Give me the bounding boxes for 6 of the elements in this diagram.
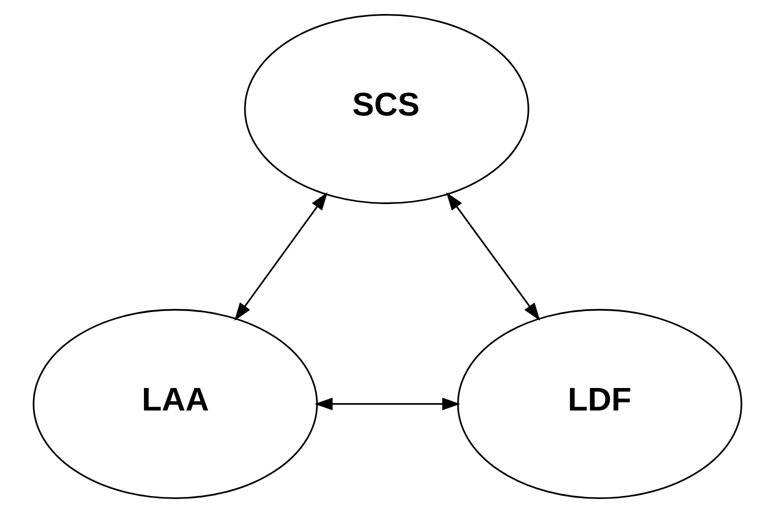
node-ellipse: LAA xyxy=(32,308,318,500)
arrow xyxy=(234,192,328,321)
arrow xyxy=(314,398,460,410)
node-ellipse: SCS xyxy=(244,14,529,204)
node-ellipse: LDF xyxy=(456,308,742,500)
arrow xyxy=(446,192,540,321)
